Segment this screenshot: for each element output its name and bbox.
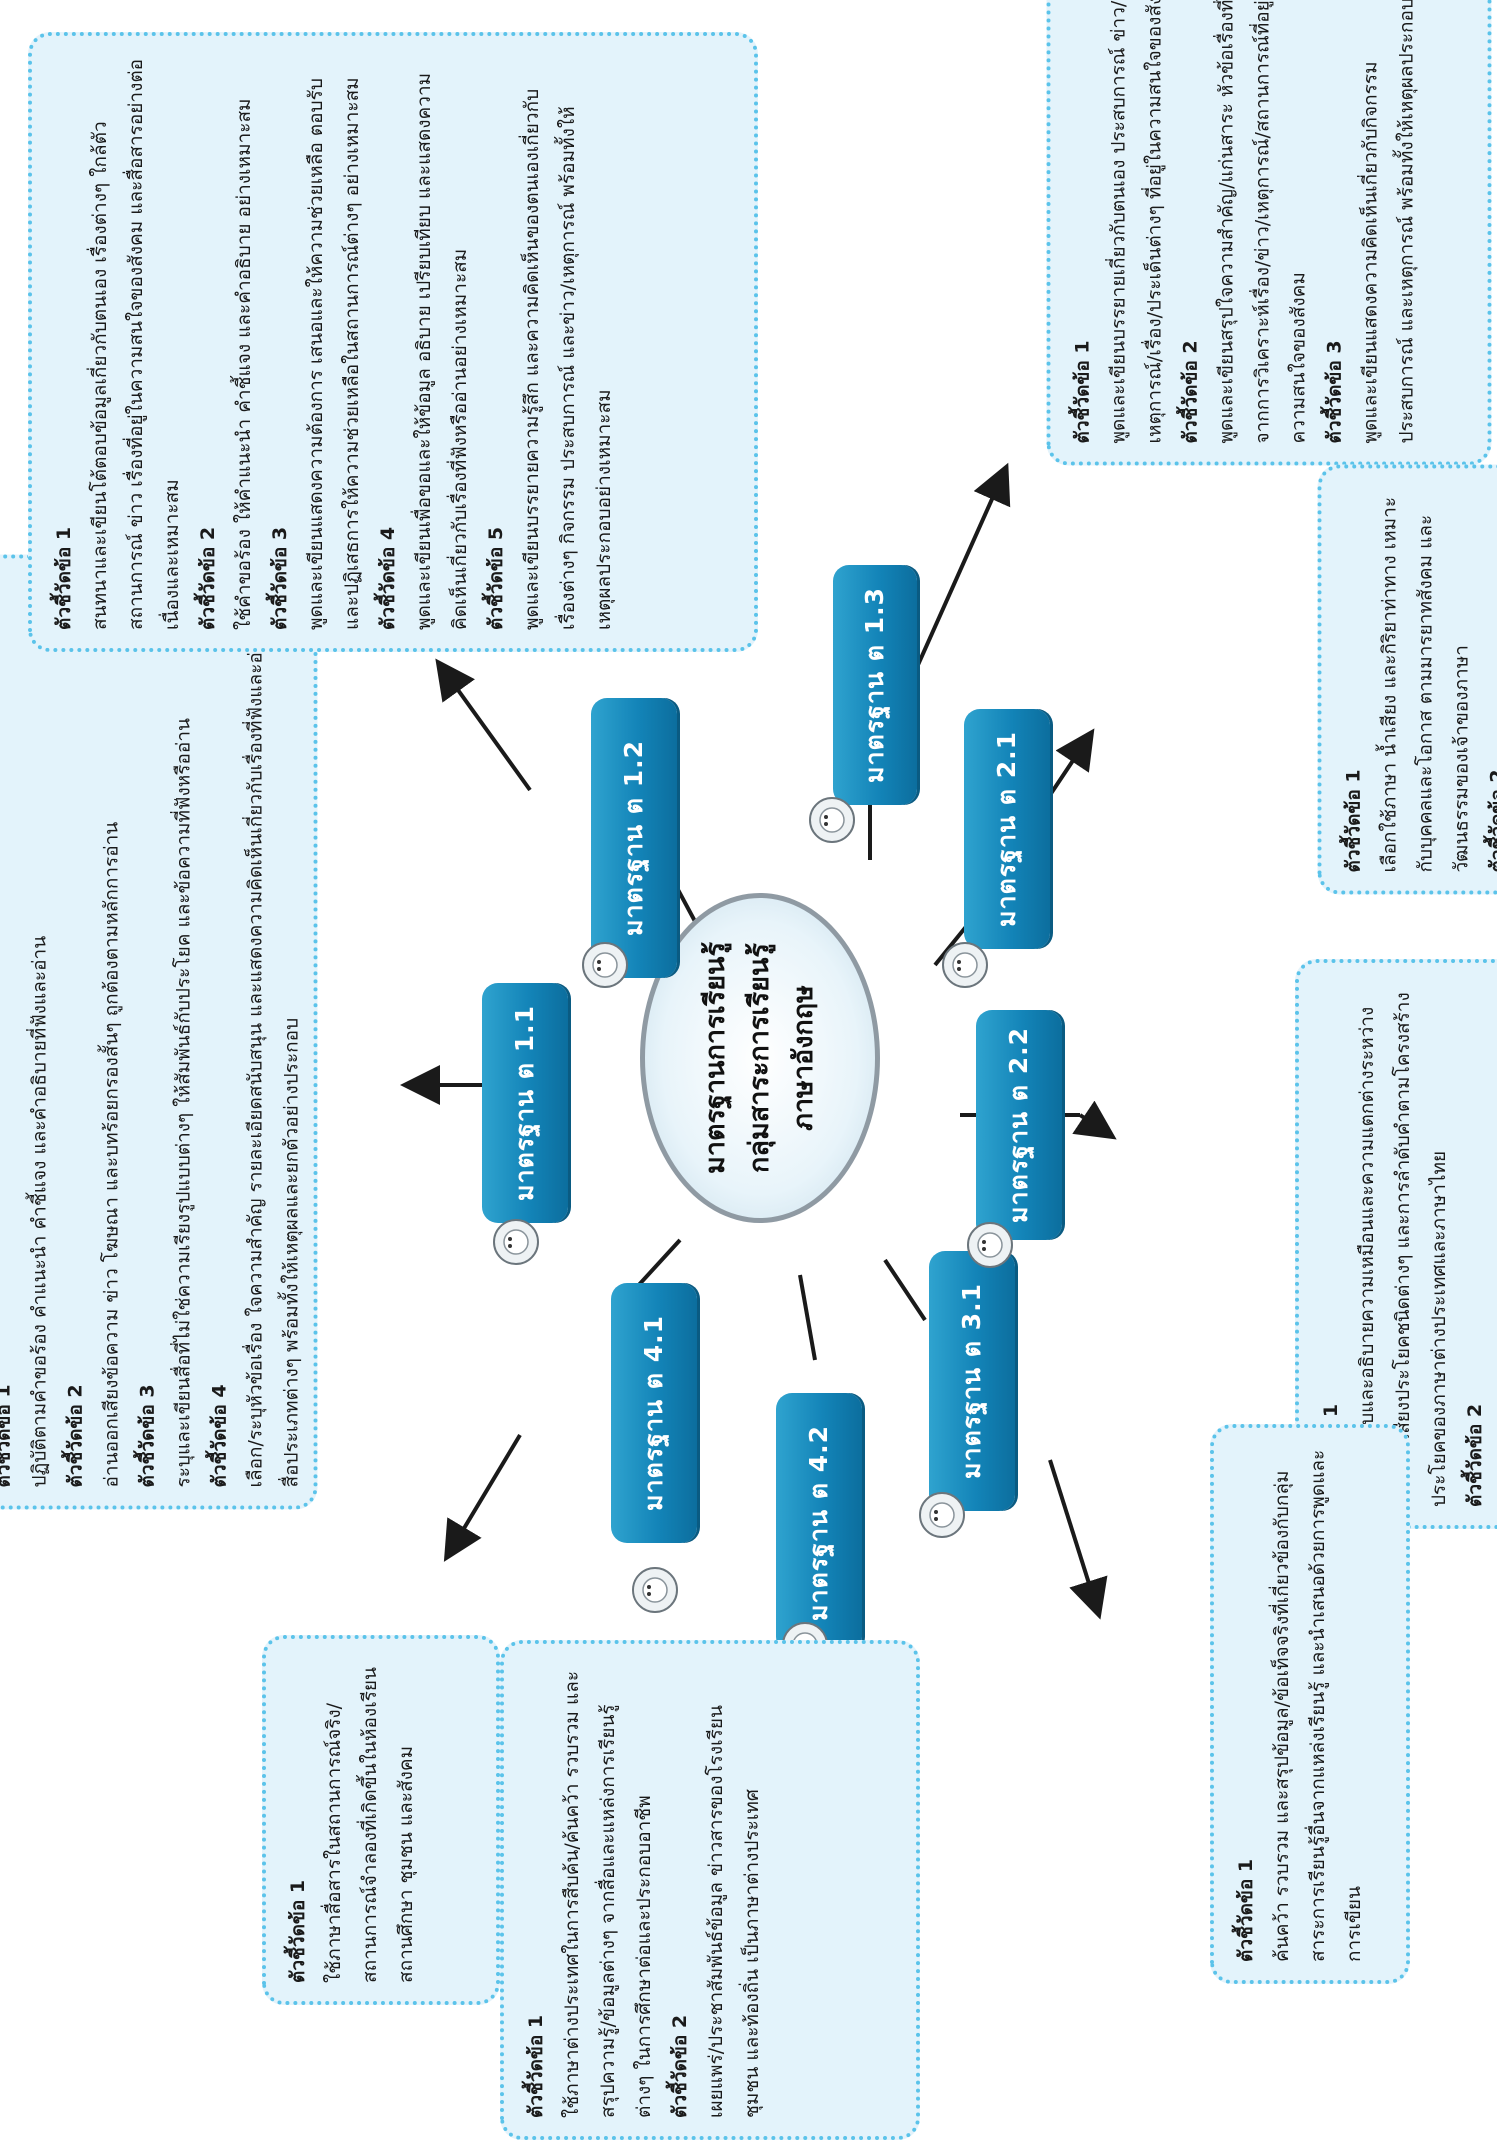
indicator-text: เลือก/ระบุหัวข้อเรื่อง ใจความสำคัญ รายละ… — [238, 577, 310, 1488]
standard-node-4-2: มาตรฐาน ต 4.2 — [776, 1393, 862, 1653]
indicator-text: ใช้ภาษาสื่อสารในสถานการณ์จริง/สถานการณ์จ… — [316, 1657, 424, 1983]
indicator-text: ใช้คำขอร้อง ให้คำแนะนำ คำชี้แจง และคำอธิ… — [226, 54, 262, 630]
indicator-text: เปรียบเทียบและอธิบายความเหมือนและความแตก… — [1493, 981, 1497, 1507]
cartoon-child-mascot-icon — [960, 1215, 1020, 1273]
indicator-heading: ตัวชี้วัดข้อ 3 — [1317, 0, 1353, 444]
indicator-text: ค้นคว้า รวบรวม และสรุปข้อมูล/ข้อเท็จจริง… — [1264, 1446, 1372, 1962]
standard-label: มาตรฐาน ต 4.2 — [799, 1425, 839, 1621]
standard-node-1-3: มาตรฐาน ต 1.3 — [833, 565, 917, 805]
standard-label: มาตรฐาน ต 3.1 — [952, 1283, 992, 1479]
indicator-heading: ตัวชี้วัดข้อ 4 — [202, 577, 238, 1488]
cartoon-child-mascot-icon — [912, 1485, 972, 1543]
indicator-heading: ตัวชี้วัดข้อ 5 — [478, 54, 514, 630]
connector-4-1-out — [448, 1435, 520, 1555]
cartoon-child-mascot-icon — [575, 935, 635, 993]
indicator-heading: ตัวชี้วัดข้อ 2 — [58, 577, 94, 1488]
cartoon-child-mascot-icon — [802, 790, 862, 848]
center-title-1: มาตรฐานการเรียนรู้ — [694, 942, 738, 1174]
cartoon-child-mascot-icon — [486, 1212, 546, 1270]
indicator-heading: ตัวชี้วัดข้อ 3 — [262, 54, 298, 630]
indicator-heading: ตัวชี้วัดข้อ 1 — [46, 54, 82, 630]
standard-label: มาตรฐาน ต 2.2 — [999, 1027, 1039, 1223]
indicator-heading: ตัวชี้วัดข้อ 2 — [662, 1662, 698, 2118]
indicator-heading: ตัวชี้วัดข้อ 4 — [370, 54, 406, 630]
standard-label: มาตรฐาน ต 4.1 — [634, 1315, 674, 1511]
indicator-text: พูดและเขียนแสดงความคิดเห็นเกี่ยวกับกิจกร… — [1353, 0, 1425, 444]
connector-1-2-out — [440, 665, 530, 790]
indicator-heading: ตัวชี้วัดข้อ 1 — [1065, 0, 1101, 444]
connector-3-1-out — [1050, 1460, 1098, 1612]
indicator-text: สนทนาและเขียนโต้ตอบข้อมูลเกี่ยวกับตนเอง … — [82, 54, 190, 630]
indicator-text: พูดและเขียนบรรยายเกี่ยวกับตนเอง ประสบการ… — [1101, 0, 1173, 444]
center-title-3: ภาษาอังกฤษ — [782, 985, 826, 1131]
indicator-text: พูดและเขียนสรุปใจความสำคัญ/แก่นสาระ หัวข… — [1209, 0, 1317, 444]
standard-node-4-1: มาตรฐาน ต 4.1 — [611, 1283, 697, 1543]
indicator-heading: ตัวชี้วัดข้อ 1 — [1228, 1446, 1264, 1962]
indicator-heading: ตัวชี้วัดข้อ 3 — [130, 577, 166, 1488]
indicator-text: พูดและเขียนบรรยายความรู้สึก และความคิดเห… — [514, 54, 622, 630]
connector-4-2 — [800, 1275, 815, 1360]
standard-label: มาตรฐาน ต 2.1 — [987, 731, 1027, 927]
indicator-text: อ่านออกเสียงข้อความ ข่าว โฆษณา และบทร้อย… — [94, 577, 130, 1488]
mind-map: มาตรฐานการเรียนรู้ กลุ่มสาระการเรียนรู้ … — [0, 0, 1497, 2048]
connector-3-1 — [885, 1260, 925, 1320]
indicator-text: พูดและเขียนเพื่อขอและให้ข้อมูล อธิบาย เป… — [406, 54, 478, 630]
indicator-heading: ตัวชี้วัดข้อ 2 — [1173, 0, 1209, 444]
standard-node-2-1: มาตรฐาน ต 2.1 — [964, 709, 1050, 949]
indicator-heading: ตัวชี้วัดข้อ 1 — [280, 1657, 316, 1983]
indicator-heading: ตัวชี้วัดข้อ 1 — [1336, 487, 1372, 873]
indicator-heading: ตัวชี้วัดข้อ 2 — [1457, 981, 1493, 1507]
standard-node-2-2: มาตรฐาน ต 2.2 — [976, 1010, 1062, 1240]
indicator-text: เผยแพร่/ประชาสัมพันธ์ข้อมูล ข่าวสารของโร… — [698, 1662, 770, 2118]
indicator-heading: ตัวชี้วัดข้อ 1 — [518, 1662, 554, 2118]
indicator-text: ปฏิบัติตามคำขอร้อง คำแนะนำ คำชี้แจง และค… — [22, 577, 58, 1488]
indicator-text: ระบุและเขียนสื่อที่ไม่ใช่ความเรียงรูปแบบ… — [166, 577, 202, 1488]
indicator-heading: ตัวชี้วัดข้อ 2 — [1480, 487, 1497, 873]
cartoon-child-mascot-icon — [625, 1560, 685, 1618]
indicator-text: เลือกใช้ภาษา น้ำเสียง และกิริยาท่าทาง เห… — [1372, 487, 1480, 873]
cartoon-child-mascot-icon — [935, 935, 995, 993]
indicator-text: พูดและเขียนแสดงความต้องการ เสนอและให้ควา… — [298, 54, 370, 630]
indicator-heading: ตัวชี้วัดข้อ 2 — [190, 54, 226, 630]
standard-label: มาตรฐาน ต 1.3 — [855, 587, 895, 783]
standard-label: มาตรฐาน ต 1.2 — [614, 740, 654, 936]
indicator-text: ใช้ภาษาต่างประเทศในการสืบค้น/ค้นคว้า รวบ… — [554, 1662, 662, 2118]
indicator-box-1-1: ตัวชี้วัดข้อ 1ปฏิบัติตามคำขอร้อง คำแนะนำ… — [0, 555, 318, 1510]
connector-2-2-out — [1080, 1115, 1110, 1135]
center-title-2: กลุ่มสาระการเรียนรู้ — [738, 943, 782, 1173]
standard-node-1-1: มาตรฐาน ต 1.1 — [482, 983, 568, 1223]
standard-label: มาตรฐาน ต 1.1 — [505, 1005, 545, 1201]
indicator-heading: ตัวชี้วัดข้อ 1 — [0, 577, 22, 1488]
standard-node-3-1: มาตรฐาน ต 3.1 — [929, 1251, 1015, 1511]
